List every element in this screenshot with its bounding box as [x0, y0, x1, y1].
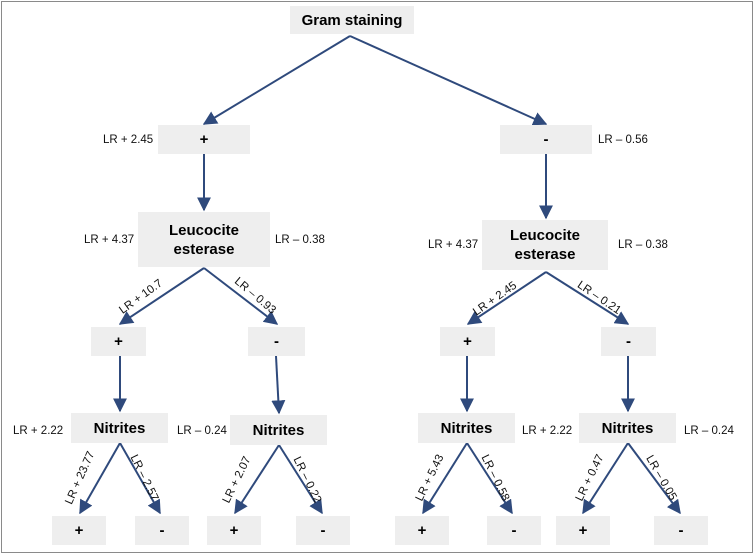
arrow-le-right-to-pos: [466, 271, 547, 325]
node-leucocite-esterase-left: Leucocite esterase: [138, 212, 270, 267]
leaf-nitrites-1-positive: +: [52, 516, 106, 545]
le-right-line2: esterase: [514, 246, 576, 263]
arrow-nitrites-4-to-neg: [627, 442, 681, 515]
arrow-root-to-neg: [349, 35, 548, 126]
arrow-le-left-to-neg: [203, 267, 279, 325]
arrow-nitrites-2-to-neg: [278, 444, 323, 515]
leaf-nitrites-4-negative: -: [654, 516, 708, 545]
lr-gram-positive: LR + 2.45: [103, 134, 154, 146]
node-nitrites-3: Nitrites: [418, 413, 515, 443]
lr-nitrites-4-side: LR – 0.24: [684, 425, 734, 437]
arrow-le-right-to-neg: [545, 271, 630, 325]
leaf-nitrites-2-positive: +: [207, 516, 261, 545]
leaf-nitrites-2-negative: -: [296, 516, 350, 545]
leaf-nitrites-3-positive: +: [395, 516, 449, 545]
node-le-right-negative: -: [601, 327, 656, 356]
arrow-nitrites-3-to-neg: [466, 442, 513, 515]
arrow-neg-to-nitrites-2: [271, 355, 286, 415]
node-gram-positive: +: [158, 125, 250, 154]
node-le-left-positive: +: [91, 327, 146, 356]
arrow-nitrites-3-to-pos: [422, 442, 468, 515]
arrow-nitrites-1-to-pos: [79, 442, 121, 515]
node-nitrites-4: Nitrites: [579, 413, 676, 443]
lr-le-left-positive: LR + 4.37: [84, 234, 135, 246]
lr-nitrites-1-side: LR + 2.22: [13, 425, 64, 437]
leaf-nitrites-1-negative: -: [135, 516, 189, 545]
node-le-right-positive: +: [440, 327, 495, 356]
node-nitrites-2: Nitrites: [230, 415, 327, 445]
lr-nitrites-3-side: LR + 2.22: [522, 425, 573, 437]
le-left-line1: Leucocite: [168, 221, 240, 239]
arrow-nitrites-1-to-neg: [119, 442, 161, 515]
root-node-gram-staining: Gram staining: [290, 6, 414, 34]
lr-le-left-negative: LR – 0.38: [275, 234, 325, 246]
node-leucocite-esterase-right: Leucocite esterase: [482, 220, 608, 270]
arrow-le-left-to-pos: [118, 267, 205, 325]
node-gram-negative: -: [500, 125, 592, 154]
lr-le-right-negative: LR – 0.38: [618, 239, 668, 251]
node-nitrites-1: Nitrites: [71, 413, 168, 443]
arrow-nitrites-4-to-pos: [582, 442, 629, 515]
leaf-nitrites-3-negative: -: [487, 516, 541, 545]
node-le-left-negative: -: [248, 327, 305, 356]
lr-le-right-positive: LR + 4.37: [428, 239, 479, 251]
le-left-line2: esterase: [173, 240, 235, 258]
lr-nitrites-2-side: LR – 0.24: [177, 425, 227, 437]
lr-gram-negative: LR – 0.56: [598, 134, 648, 146]
arrow-root-to-pos: [202, 35, 351, 125]
leaf-nitrites-4-positive: +: [556, 516, 610, 545]
le-right-line1: Leucocite: [509, 227, 581, 244]
arrow-nitrites-2-to-pos: [234, 444, 280, 515]
